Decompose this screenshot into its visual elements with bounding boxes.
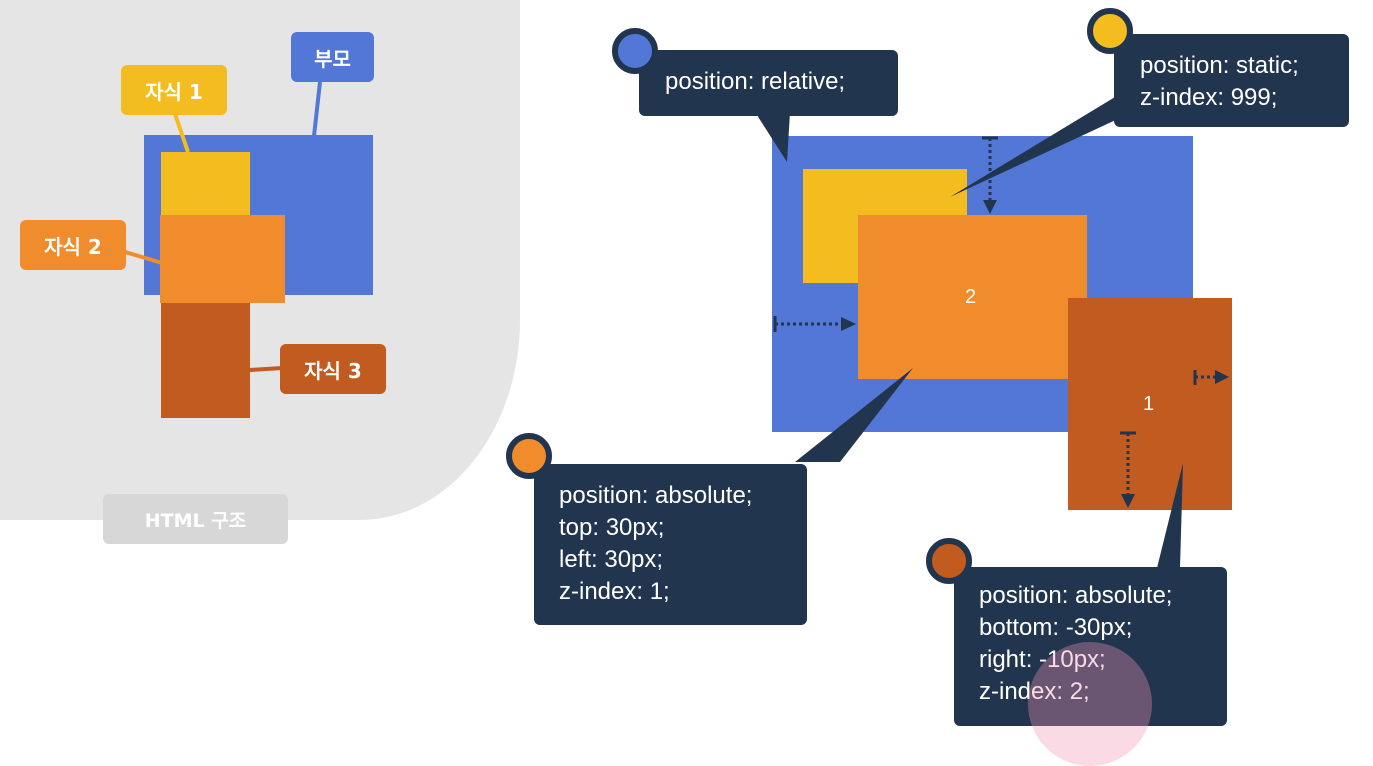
child3-label: 자식 3 bbox=[280, 344, 386, 394]
demo-box2-number: 2 bbox=[965, 286, 977, 308]
html-structure-caption: HTML 구조 bbox=[103, 494, 288, 544]
structure-connectors bbox=[124, 81, 322, 372]
demo-absolute-child-2 bbox=[858, 215, 1087, 379]
callout-absolute-child-1-dot bbox=[506, 433, 552, 479]
callout-absolute-child-2: position: absolute; bottom: -30px; right… bbox=[954, 567, 1227, 726]
child2-box bbox=[160, 215, 285, 303]
child2-label: 자식 2 bbox=[20, 220, 126, 270]
callout-absolute-child-2-dot bbox=[926, 538, 972, 584]
demo-absolute-child-1 bbox=[1068, 298, 1232, 510]
callout-absolute-child-1: position: absolute; top: 30px; left: 30p… bbox=[534, 464, 807, 625]
demo-box1-number: 1 bbox=[1143, 393, 1155, 415]
child1-box bbox=[161, 152, 250, 215]
callout-parent-dot bbox=[612, 28, 658, 74]
parent-label: 부모 bbox=[291, 32, 374, 82]
callout-static-child-dot bbox=[1087, 8, 1133, 54]
callout-static-child: position: static; z-index: 999; bbox=[1114, 34, 1349, 127]
callout-parent: position: relative; bbox=[639, 50, 898, 116]
child1-label: 자식 1 bbox=[121, 65, 227, 115]
highlight-circle bbox=[1028, 642, 1152, 766]
child3-box bbox=[161, 303, 250, 418]
